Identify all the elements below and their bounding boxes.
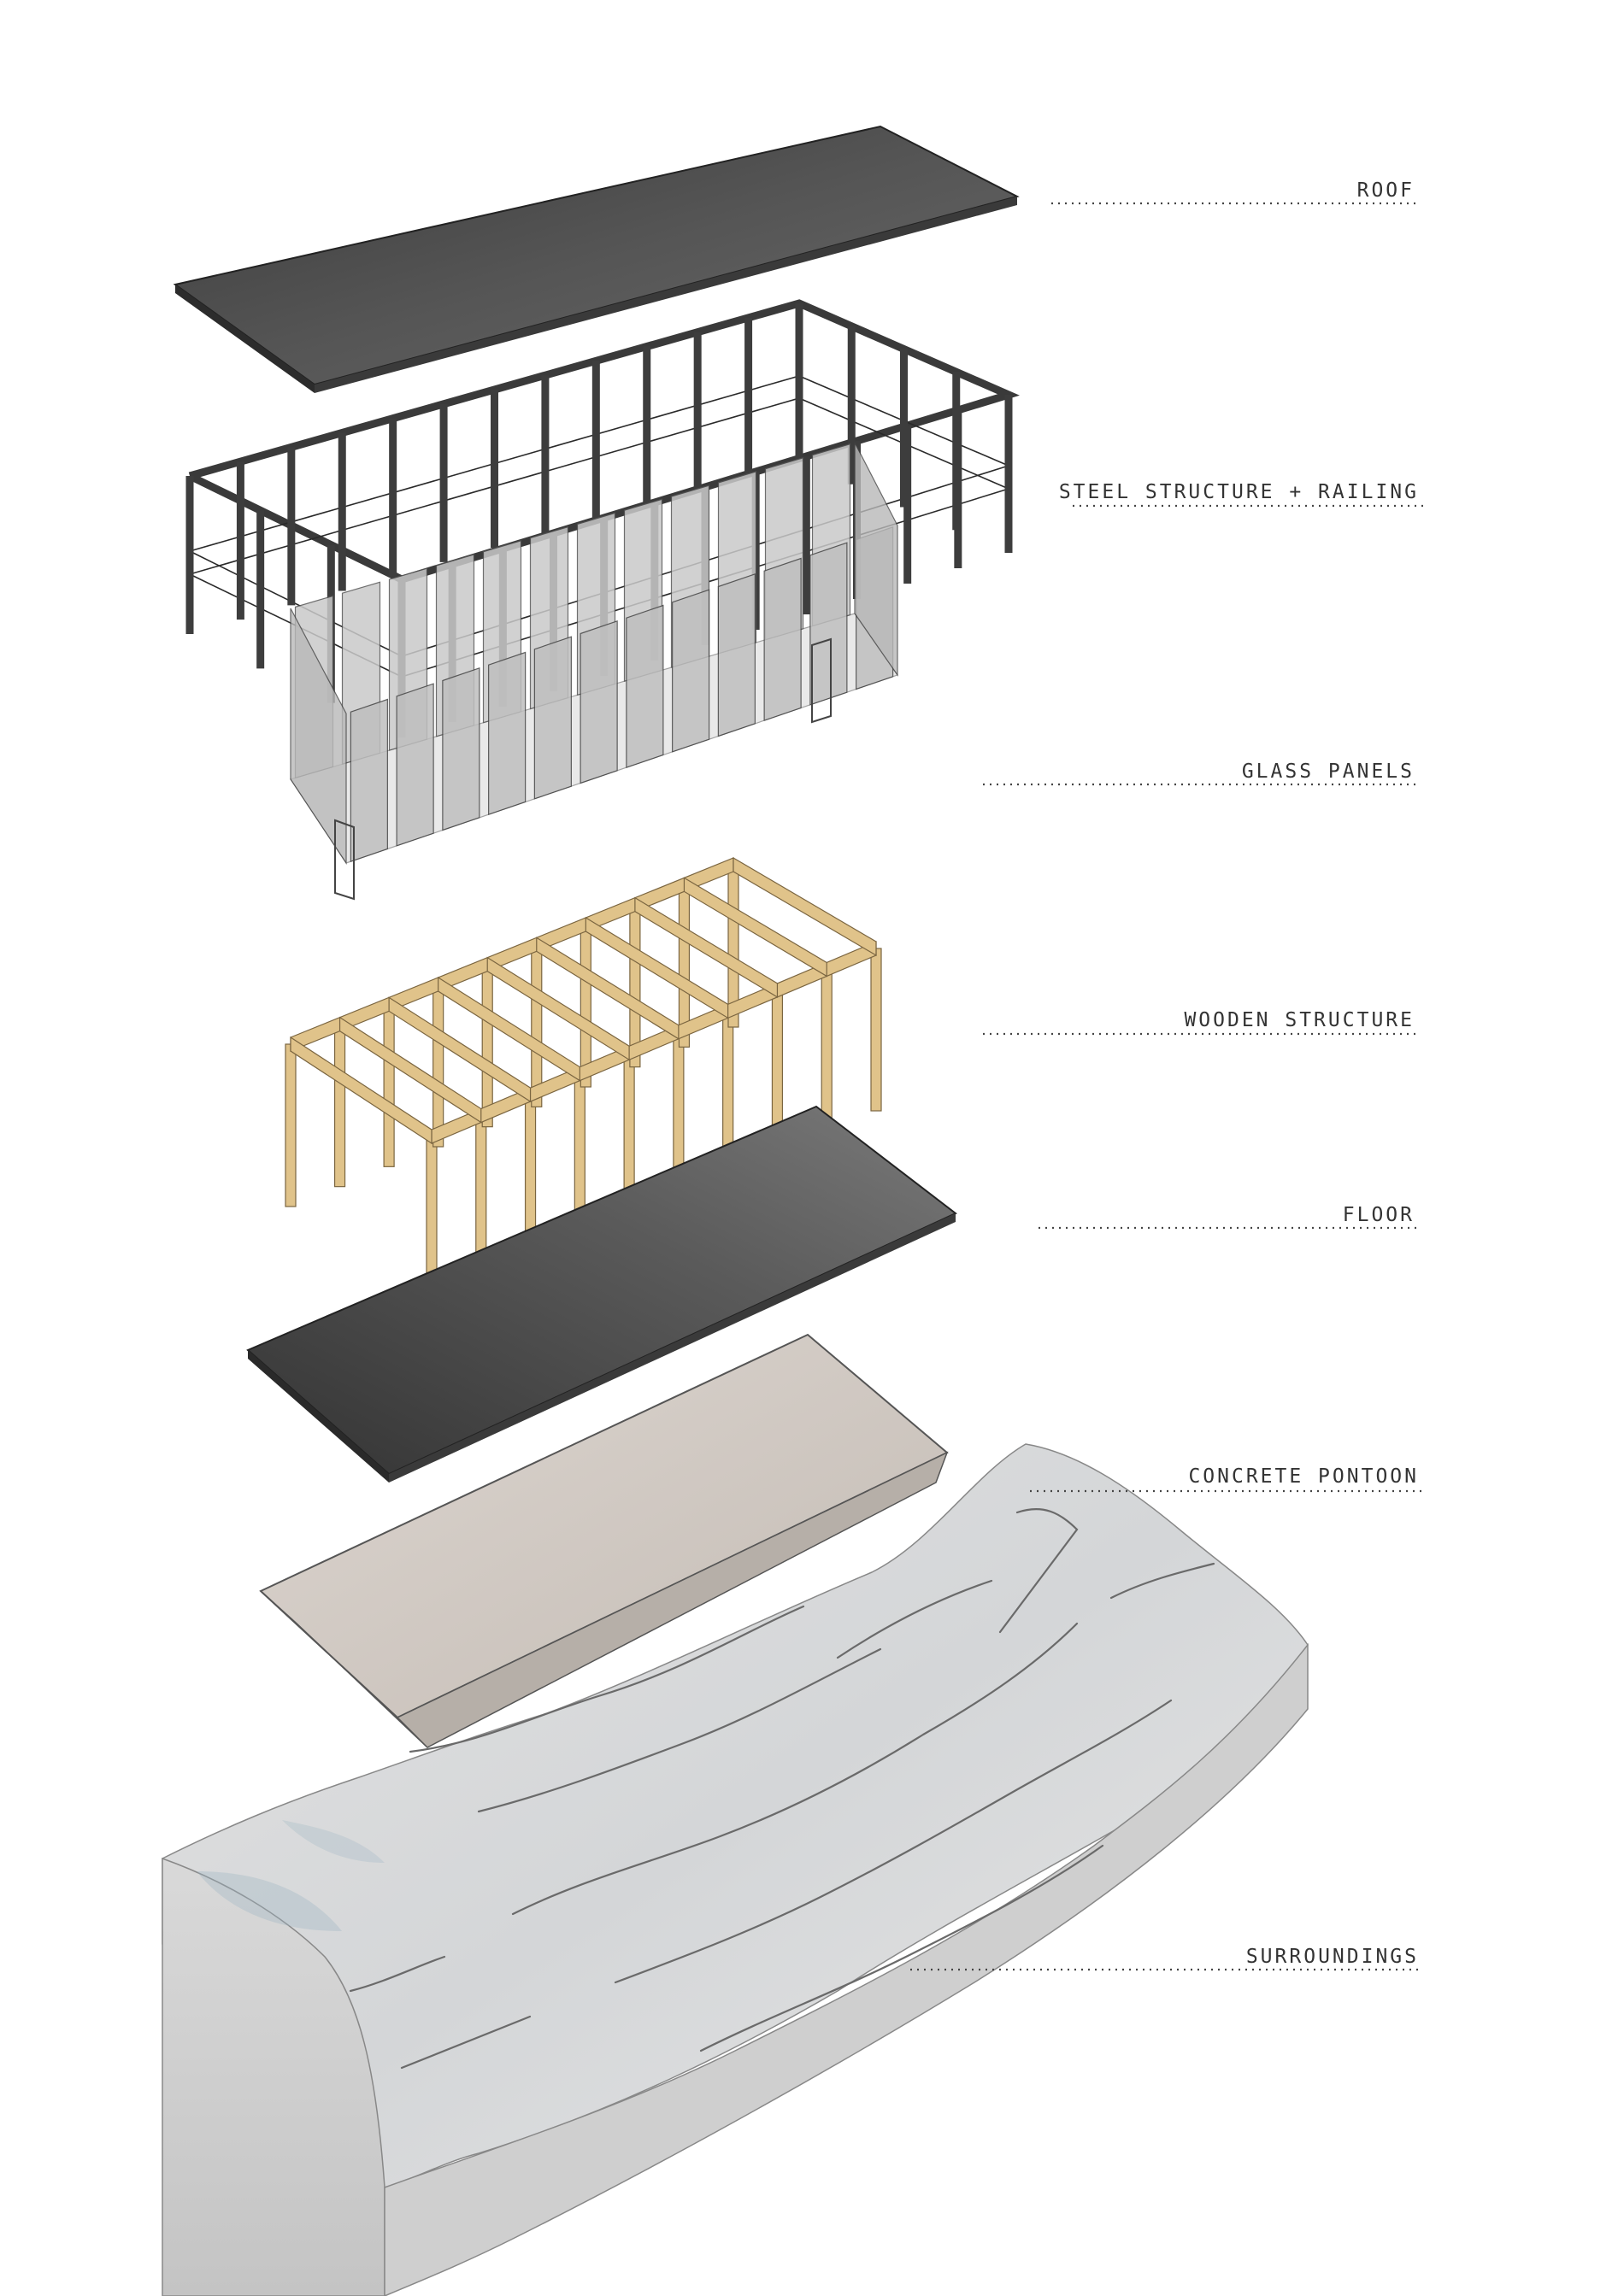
- wood-post: [821, 968, 833, 1133]
- glass-panel: [626, 604, 664, 769]
- label-pontoon: CONCRETE PONTOON: [1030, 1465, 1423, 1493]
- glass-panel: [672, 589, 710, 753]
- glass-panel: [533, 636, 572, 800]
- floor-label: FLOOR: [1343, 1204, 1415, 1226]
- wooden-structure-layer: [285, 856, 882, 1300]
- roof-label: ROOF: [1357, 179, 1415, 202]
- wood-post: [531, 943, 543, 1107]
- wood-post: [285, 1043, 297, 1207]
- wooden-structure-label: WOODEN STRUCTURE: [1184, 1009, 1415, 1031]
- glass-panel: [442, 666, 480, 831]
- glass-panel: [809, 542, 848, 706]
- glass-panel: [396, 683, 434, 847]
- label-floor: FLOOR: [1039, 1204, 1419, 1230]
- glass-panel-side: [290, 608, 347, 865]
- steel-structure-label: STEEL STRUCTURE + RAILING: [1059, 481, 1419, 503]
- glass-panels-front: [290, 442, 898, 865]
- wood-cross-beam: [486, 956, 630, 1061]
- concrete-pontoon-layer: [259, 1333, 949, 1748]
- glass-panels-layer: [290, 442, 898, 901]
- wood-beams: [290, 856, 877, 1145]
- wood-cross-beam: [438, 976, 580, 1082]
- wood-cross-beam: [634, 896, 779, 998]
- glass-panel: [580, 620, 618, 784]
- wood-post: [333, 1024, 346, 1188]
- glass-panel: [488, 651, 527, 816]
- wood-beam: [290, 1036, 432, 1145]
- glass-panel: [717, 573, 756, 737]
- floor-layer: [246, 1105, 957, 1483]
- wood-post: [432, 984, 444, 1148]
- wood-cross-beam: [536, 937, 680, 1040]
- roof-layer: [173, 125, 1020, 393]
- wood-post: [481, 964, 493, 1128]
- wood-cross-beam: [585, 916, 729, 1019]
- label-wood: WOODEN STRUCTURE: [983, 1009, 1419, 1036]
- label-glass: GLASS PANELS: [983, 760, 1419, 786]
- wood-post: [870, 948, 882, 1112]
- glass-panel: [350, 698, 388, 863]
- glass-panel: [763, 557, 802, 722]
- surroundings-label: SURROUNDINGS: [1246, 1946, 1419, 1968]
- wood-cross-beam: [683, 877, 827, 978]
- glass-panels-label: GLASS PANELS: [1242, 760, 1415, 783]
- wood-cross-beam: [338, 1016, 482, 1124]
- wood-beam: [733, 856, 877, 957]
- concrete-pontoon-label: CONCRETE PONTOON: [1188, 1465, 1419, 1488]
- wood-post: [383, 1003, 395, 1167]
- wood-cross-beam: [388, 996, 532, 1103]
- label-surroundings: SURROUNDINGS: [910, 1946, 1423, 1971]
- glass-panel-side: [854, 442, 898, 677]
- label-steel: STEEL STRUCTURE + RAILING: [1059, 481, 1423, 508]
- surroundings-layer: [162, 1443, 1309, 2296]
- label-roof: ROOF: [1051, 179, 1419, 205]
